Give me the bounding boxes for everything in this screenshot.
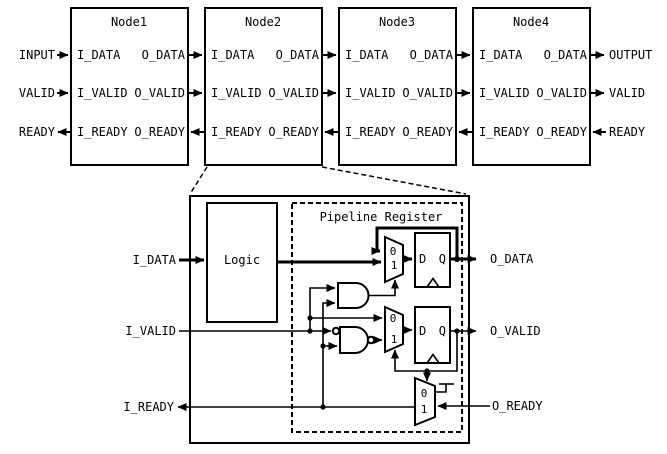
valid-mux-0: 0: [390, 312, 397, 325]
node2-port-o-ready: O_READY: [268, 125, 319, 139]
inverter-bubble-icon: [331, 326, 341, 336]
node4-port-o-ready: O_READY: [536, 125, 587, 139]
node2-box: [204, 7, 323, 166]
node3-port-i-ready: I_READY: [345, 125, 396, 139]
node4-box: [472, 7, 591, 166]
ext-ready-right-label: READY: [609, 125, 646, 139]
node3-port-o-valid: O_VALID: [402, 86, 453, 100]
ready-mux-1: 1: [421, 403, 428, 416]
node2-port-i-valid: I_VALID: [211, 86, 262, 100]
clock-triangle-icon: [426, 353, 440, 364]
data-ff-q: Q: [439, 252, 446, 266]
node2-port-o-valid: O_VALID: [268, 86, 319, 100]
node-chain-wires: [57, 51, 606, 136]
node1-port-o-ready: O_READY: [134, 125, 185, 139]
node3-port-i-data: I_DATA: [345, 48, 389, 62]
junction-dot: [454, 256, 460, 262]
node1-port-i-ready: I_READY: [77, 125, 128, 139]
detail-o-data-label: O_DATA: [490, 252, 534, 266]
valid-ff-q: Q: [439, 324, 446, 338]
node1-port-i-valid: I_VALID: [77, 86, 128, 100]
node4-port-i-valid: I_VALID: [479, 86, 530, 100]
data-mux-0: 0: [390, 245, 397, 258]
inverter-bubble-icon: [366, 335, 376, 345]
detail-i-valid-label: I_VALID: [125, 324, 176, 338]
node-detail: Pipeline Register Logic I_DATA I_VALID I…: [123, 195, 543, 444]
ext-input-label: INPUT: [19, 48, 55, 62]
data-mux: [384, 235, 404, 284]
node3-port-o-data: O_DATA: [410, 48, 454, 62]
valid-mux: [384, 305, 404, 354]
logic-label: Logic: [224, 253, 260, 267]
ready-mux: [414, 376, 436, 427]
node2-port-i-ready: I_READY: [211, 125, 262, 139]
ext-output-label: OUTPUT: [609, 48, 652, 62]
node1-port-o-valid: O_VALID: [134, 86, 185, 100]
valid-mux-1: 1: [391, 333, 398, 346]
detail-o-valid-label: O_VALID: [490, 324, 541, 338]
pipeline-register-label: Pipeline Register: [320, 210, 443, 224]
node3-box: [338, 7, 457, 166]
ext-valid-right-label: VALID: [609, 86, 645, 100]
valid-hold-gate: [339, 326, 369, 354]
node3-port-i-valid: I_VALID: [345, 86, 396, 100]
detail-i-ready-label: I_READY: [123, 400, 174, 414]
node3-port-o-ready: O_READY: [402, 125, 453, 139]
node2-title: Node2: [245, 15, 281, 29]
node4-port-i-data: I_DATA: [479, 48, 523, 62]
logic-box: [206, 202, 278, 323]
node2-port-i-data: I_DATA: [211, 48, 255, 62]
data-mux-1: 1: [391, 259, 398, 272]
detail-o-ready-label: O_READY: [492, 399, 543, 413]
node1-port-i-data: I_DATA: [77, 48, 121, 62]
valid-ff-box: [414, 306, 451, 364]
node2-port-o-data: O_DATA: [276, 48, 320, 62]
pipeline-register-box: [291, 202, 463, 433]
node4-port-o-data: O_DATA: [544, 48, 588, 62]
detail-i-data-label: I_DATA: [133, 253, 177, 267]
valid-ff-d: D: [419, 324, 426, 338]
node4-title: Node4: [513, 15, 549, 29]
ext-ready-label: READY: [19, 125, 56, 139]
zoom-connector-lines: [189, 166, 467, 195]
clock-triangle-icon: [426, 277, 440, 288]
node1-box: [70, 7, 189, 166]
node1-port-o-data: O_DATA: [142, 48, 186, 62]
node4-port-o-valid: O_VALID: [536, 86, 587, 100]
ext-valid-label: VALID: [19, 86, 55, 100]
data-path-wires: [179, 226, 477, 266]
and-gate: [337, 282, 370, 309]
node3-title: Node3: [379, 15, 415, 29]
node1-title: Node1: [111, 15, 147, 29]
node4-port-i-ready: I_READY: [479, 125, 530, 139]
ready-mux-0: 0: [421, 387, 428, 400]
data-ff-d: D: [419, 252, 426, 266]
control-wires: [177, 279, 490, 411]
node-chain: Node1 Node2 Node3 Node4 I_DATA I_VALID I…: [19, 7, 652, 166]
